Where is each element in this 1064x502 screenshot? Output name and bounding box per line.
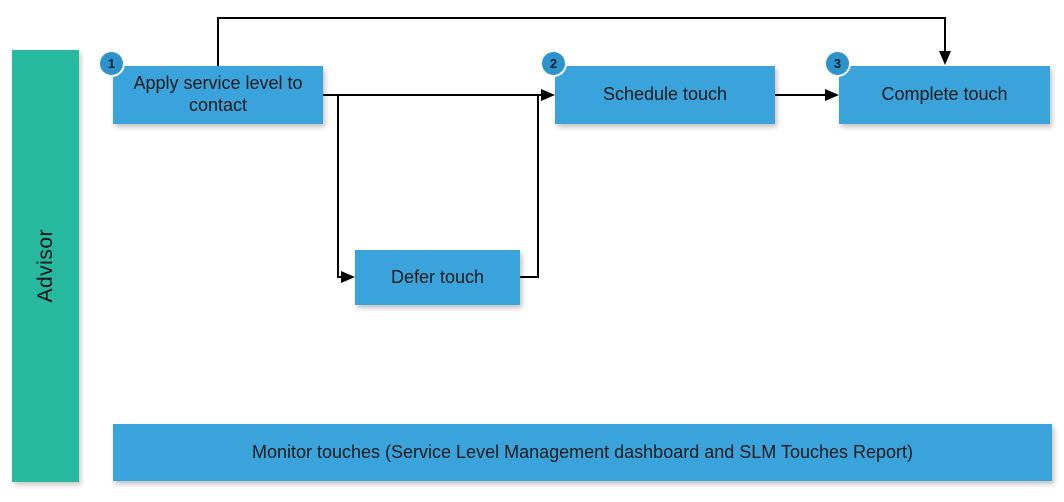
step-badge-1: 1 (98, 50, 125, 77)
advisor-lane: Advisor (12, 50, 79, 482)
node-apply-service-level: 1 Apply service level to contact (98, 50, 323, 124)
node-monitor-touches: Monitor touches (Service Level Managemen… (113, 424, 1052, 481)
node-apply-service-level-label: Apply service level to contact (133, 73, 303, 115)
connector-apply-to-defer (337, 95, 341, 278)
node-monitor-touches-label: Monitor touches (Service Level Managemen… (251, 441, 914, 462)
connector-defer-to-schedule (520, 95, 539, 278)
arrowhead-into-complete (825, 89, 839, 101)
node-defer-touch: Defer touch (355, 250, 520, 305)
node-complete-touch: 3 Complete touch (824, 50, 1050, 124)
node-schedule-touch-label: Schedule touch (602, 84, 728, 105)
step-badge-3: 3 (824, 50, 851, 77)
arrowhead-into-defer (341, 271, 355, 283)
connector-apply-to-complete-top (217, 17, 946, 66)
arrowhead-into-schedule (541, 89, 555, 101)
node-defer-touch-label: Defer touch (390, 266, 485, 287)
arrowhead-into-complete-top (939, 51, 951, 65)
step-badge-2: 2 (540, 50, 567, 77)
node-schedule-touch: 2 Schedule touch (540, 50, 775, 124)
node-complete-touch-label: Complete touch (881, 84, 1008, 105)
